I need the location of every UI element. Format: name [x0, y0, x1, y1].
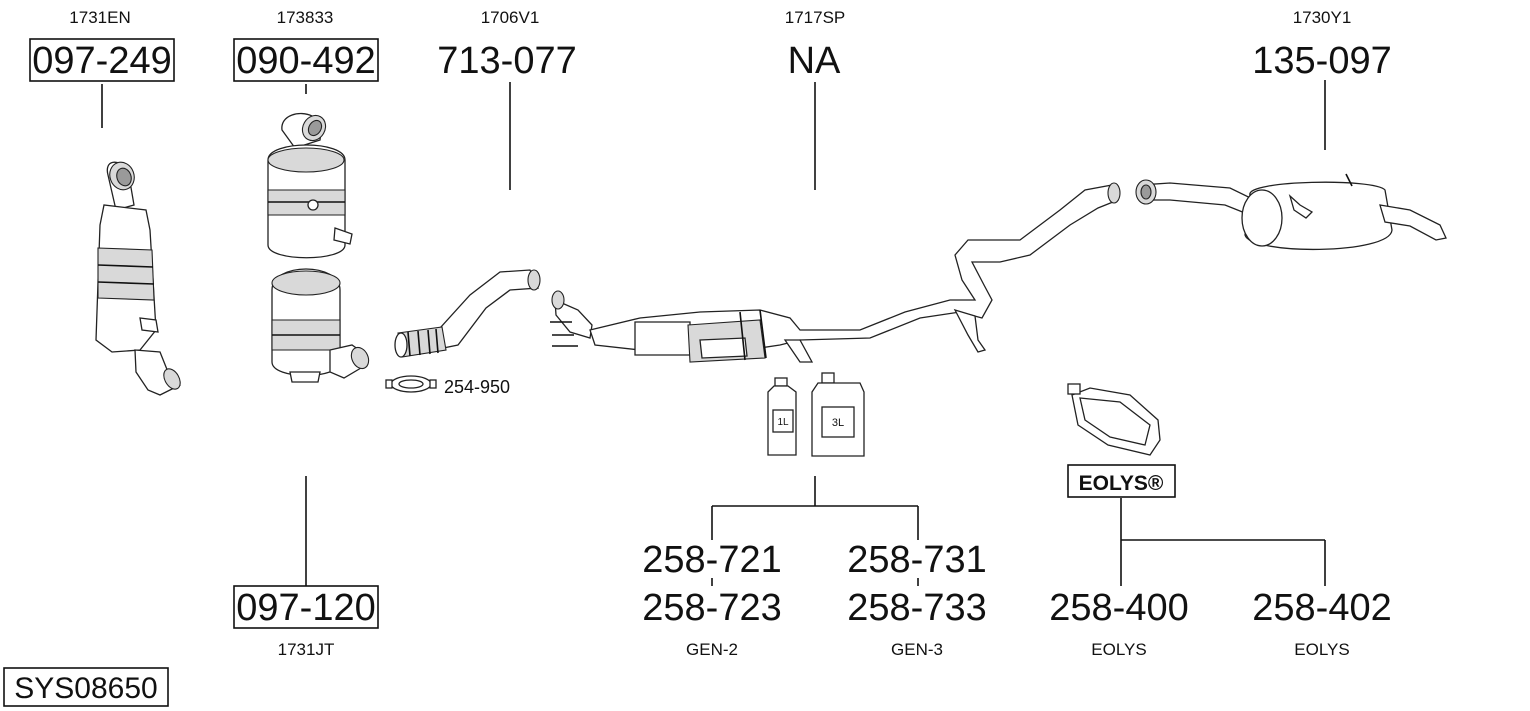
- clamp-254-950[interactable]: [385, 375, 437, 393]
- part-number-box: [233, 38, 379, 82]
- additive-number-258-400[interactable]: 258-400: [1049, 587, 1188, 629]
- front-pipe-713-077[interactable]: [394, 269, 541, 358]
- additive-number-258-721[interactable]: 258-721: [642, 539, 781, 581]
- part-ref-1730Y1: 1730Y1: [1293, 8, 1352, 27]
- middle-pipe-NA[interactable]: [550, 182, 1121, 363]
- part-ref-1731JT: 1731JT: [278, 640, 335, 659]
- part-ref-1717SP: 1717SP: [785, 8, 846, 27]
- system-id-box: [3, 667, 169, 707]
- part-number-NA[interactable]: NA: [788, 40, 841, 82]
- part-ref-1706V1: 1706V1: [481, 8, 540, 27]
- additive-number-258-723[interactable]: 258-723: [642, 587, 781, 629]
- clamp-part-number[interactable]: 254-950: [444, 377, 510, 397]
- additive-number-258-731[interactable]: 258-731: [847, 539, 986, 581]
- particulate-filter-097-120[interactable]: [271, 268, 372, 383]
- additive-bottle-1l-icon[interactable]: 1L: [767, 377, 797, 456]
- part-number-097-249[interactable]: 097-249: [32, 40, 171, 82]
- part-ref-1731EN: 1731EN: [69, 8, 130, 27]
- particulate-filter-090-492[interactable]: [267, 111, 353, 259]
- part-number-135-097[interactable]: 135-097: [1252, 40, 1391, 82]
- part-number-090-492[interactable]: 090-492: [236, 40, 375, 82]
- brand-logo-box: [1067, 464, 1176, 498]
- additive-number-258-402[interactable]: 258-402: [1252, 587, 1391, 629]
- additive-caption-eolys: EOLYS: [1294, 640, 1349, 659]
- brand-logo: EOLYS®: [1079, 472, 1164, 495]
- additive-tank-icon[interactable]: [1067, 383, 1161, 456]
- part-number-713-077[interactable]: 713-077: [437, 40, 576, 82]
- bottle-large-label: 3L: [832, 417, 844, 429]
- additive-number-258-733[interactable]: 258-733: [847, 587, 986, 629]
- additive-caption-eolys: EOLYS: [1091, 640, 1146, 659]
- part-number-097-120[interactable]: 097-120: [236, 587, 375, 629]
- additive-caption-gen-3: GEN-3: [891, 640, 943, 659]
- additive-bottle-3l-icon[interactable]: 3L: [811, 372, 865, 457]
- part-number-box: [29, 38, 175, 82]
- additive-caption-gen-2: GEN-2: [686, 640, 738, 659]
- rear-silencer-135-097[interactable]: [1135, 173, 1447, 251]
- system-id: SYS08650: [14, 672, 157, 705]
- catalytic-converter-097-249[interactable]: [95, 159, 184, 396]
- part-ref-173833: 173833: [277, 8, 334, 27]
- part-number-box: [233, 585, 379, 629]
- bottle-small-label: 1L: [777, 417, 789, 428]
